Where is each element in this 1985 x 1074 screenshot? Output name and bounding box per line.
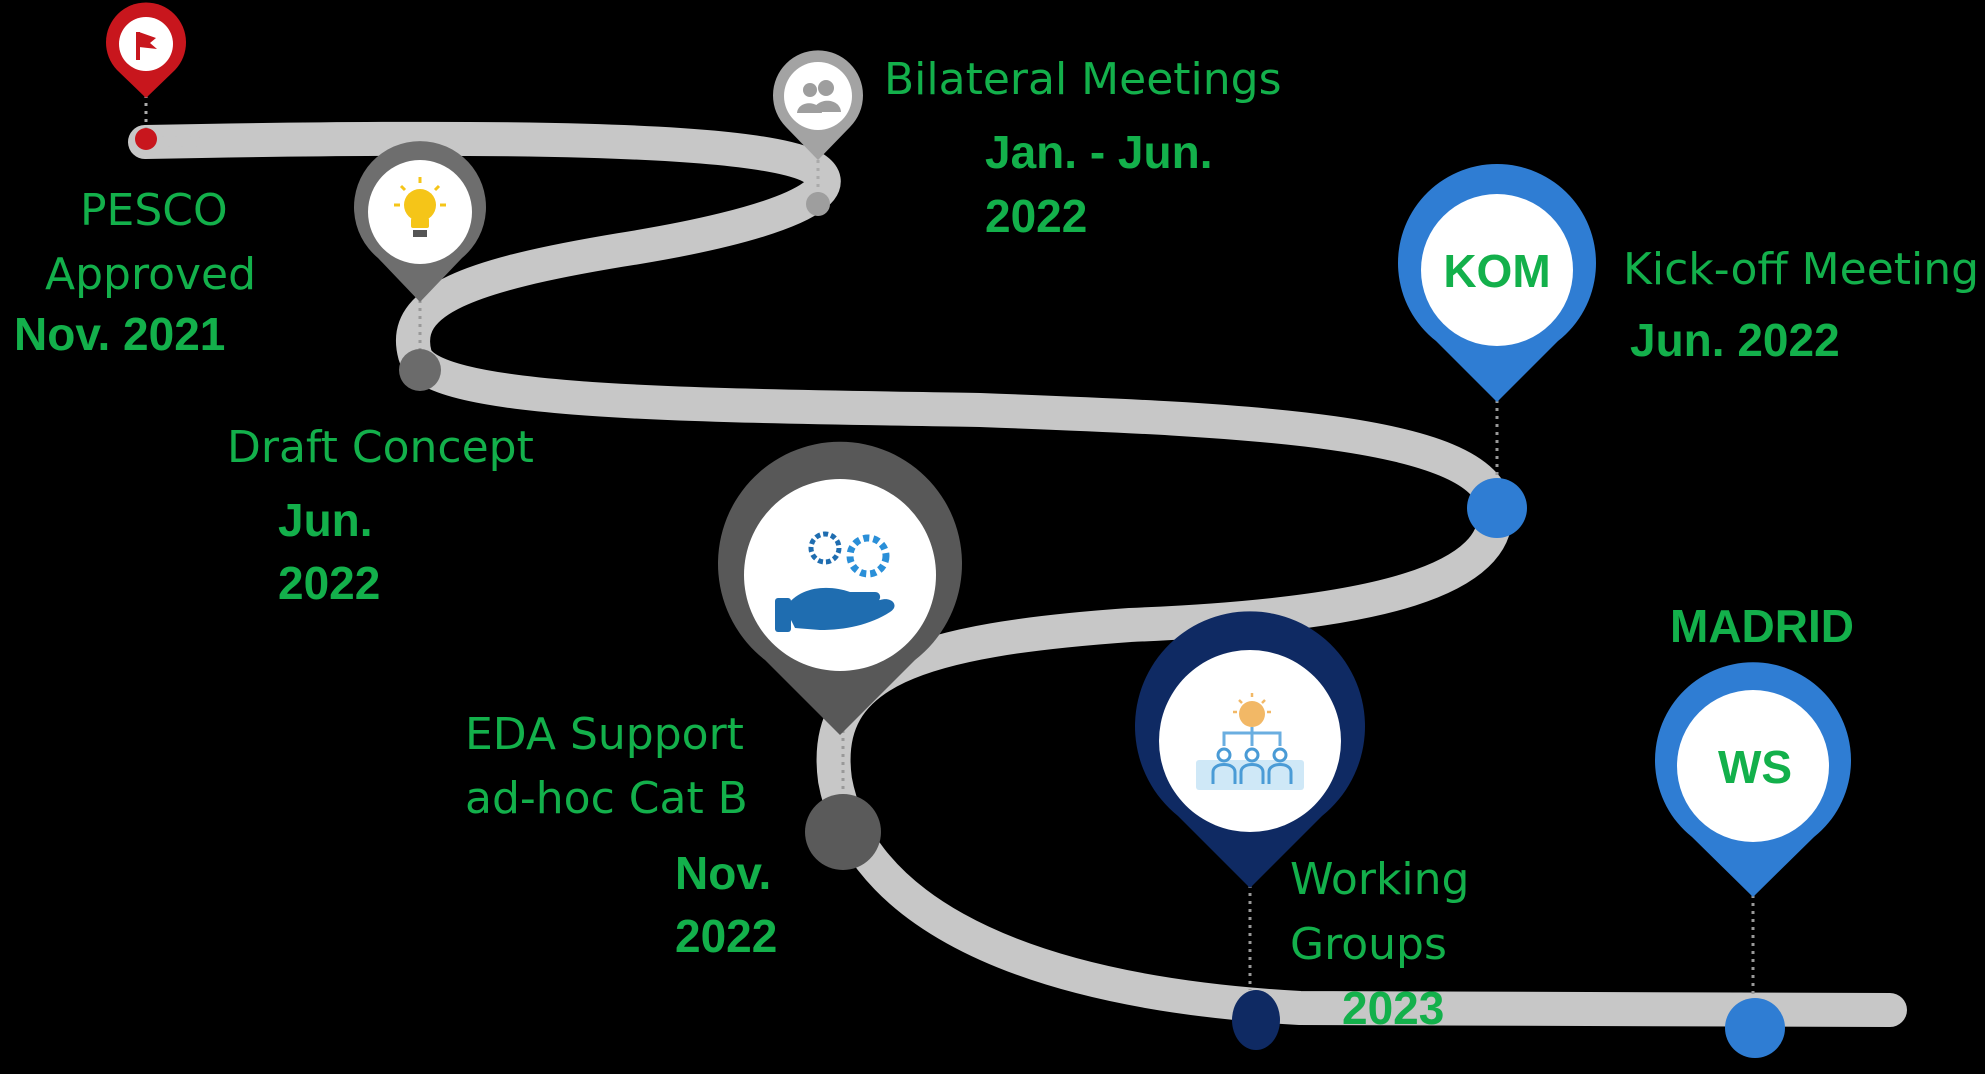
kom-date: Jun. 2022 [1630,314,1840,366]
eda-date-line1: Nov. [675,847,772,899]
bilateral-date-line2: 2022 [985,190,1088,242]
pin-bilateral [773,50,864,160]
working-groups-title-line1: Working [1290,854,1470,905]
hand-gears-icon [775,531,895,632]
lightbulb-icon [394,177,446,237]
team-idea-icon [1196,693,1304,790]
pin-eda [717,441,962,735]
kom-title: Kick-off Meeting [1623,244,1980,295]
working-groups-title-line2: Groups [1290,919,1447,970]
eda-title-line1: EDA Support [465,709,744,760]
eda-title-line2: ad-hoc Cat B [465,773,748,824]
pin-working-groups [1134,611,1365,888]
road-dot-working-groups [1232,990,1280,1050]
pesco-date: Nov. 2021 [14,308,226,360]
road-dot-pesco [135,128,157,150]
kom-badge-text: KOM [1443,245,1550,297]
pesco-title-line1: PESCO [80,185,228,236]
draft-date-line2: 2022 [278,557,381,609]
road-dot-bilateral [806,192,830,216]
pin-madrid: WS [1655,662,1852,897]
draft-title: Draft Concept [227,422,534,473]
madrid-label: MADRID [1670,600,1854,652]
road-dot-kom [1467,478,1527,538]
working-groups-date: 2023 [1342,982,1445,1034]
people-icon [797,80,841,113]
pin-pesco [106,2,186,98]
bilateral-title: Bilateral Meetings [884,54,1282,105]
pin-draft [354,141,487,302]
road-dot-madrid [1725,998,1785,1058]
flag-icon [136,32,157,60]
road-dot-eda [805,794,881,870]
road-dot-draft [399,349,441,391]
draft-date-line1: Jun. [278,494,373,546]
pesco-title-line2: Approved [45,249,257,300]
bilateral-date-line1: Jan. - Jun. [985,126,1213,178]
eda-date-line2: 2022 [675,910,778,962]
ws-badge-text: WS [1718,741,1792,793]
pin-kom: KOM [1398,164,1596,402]
